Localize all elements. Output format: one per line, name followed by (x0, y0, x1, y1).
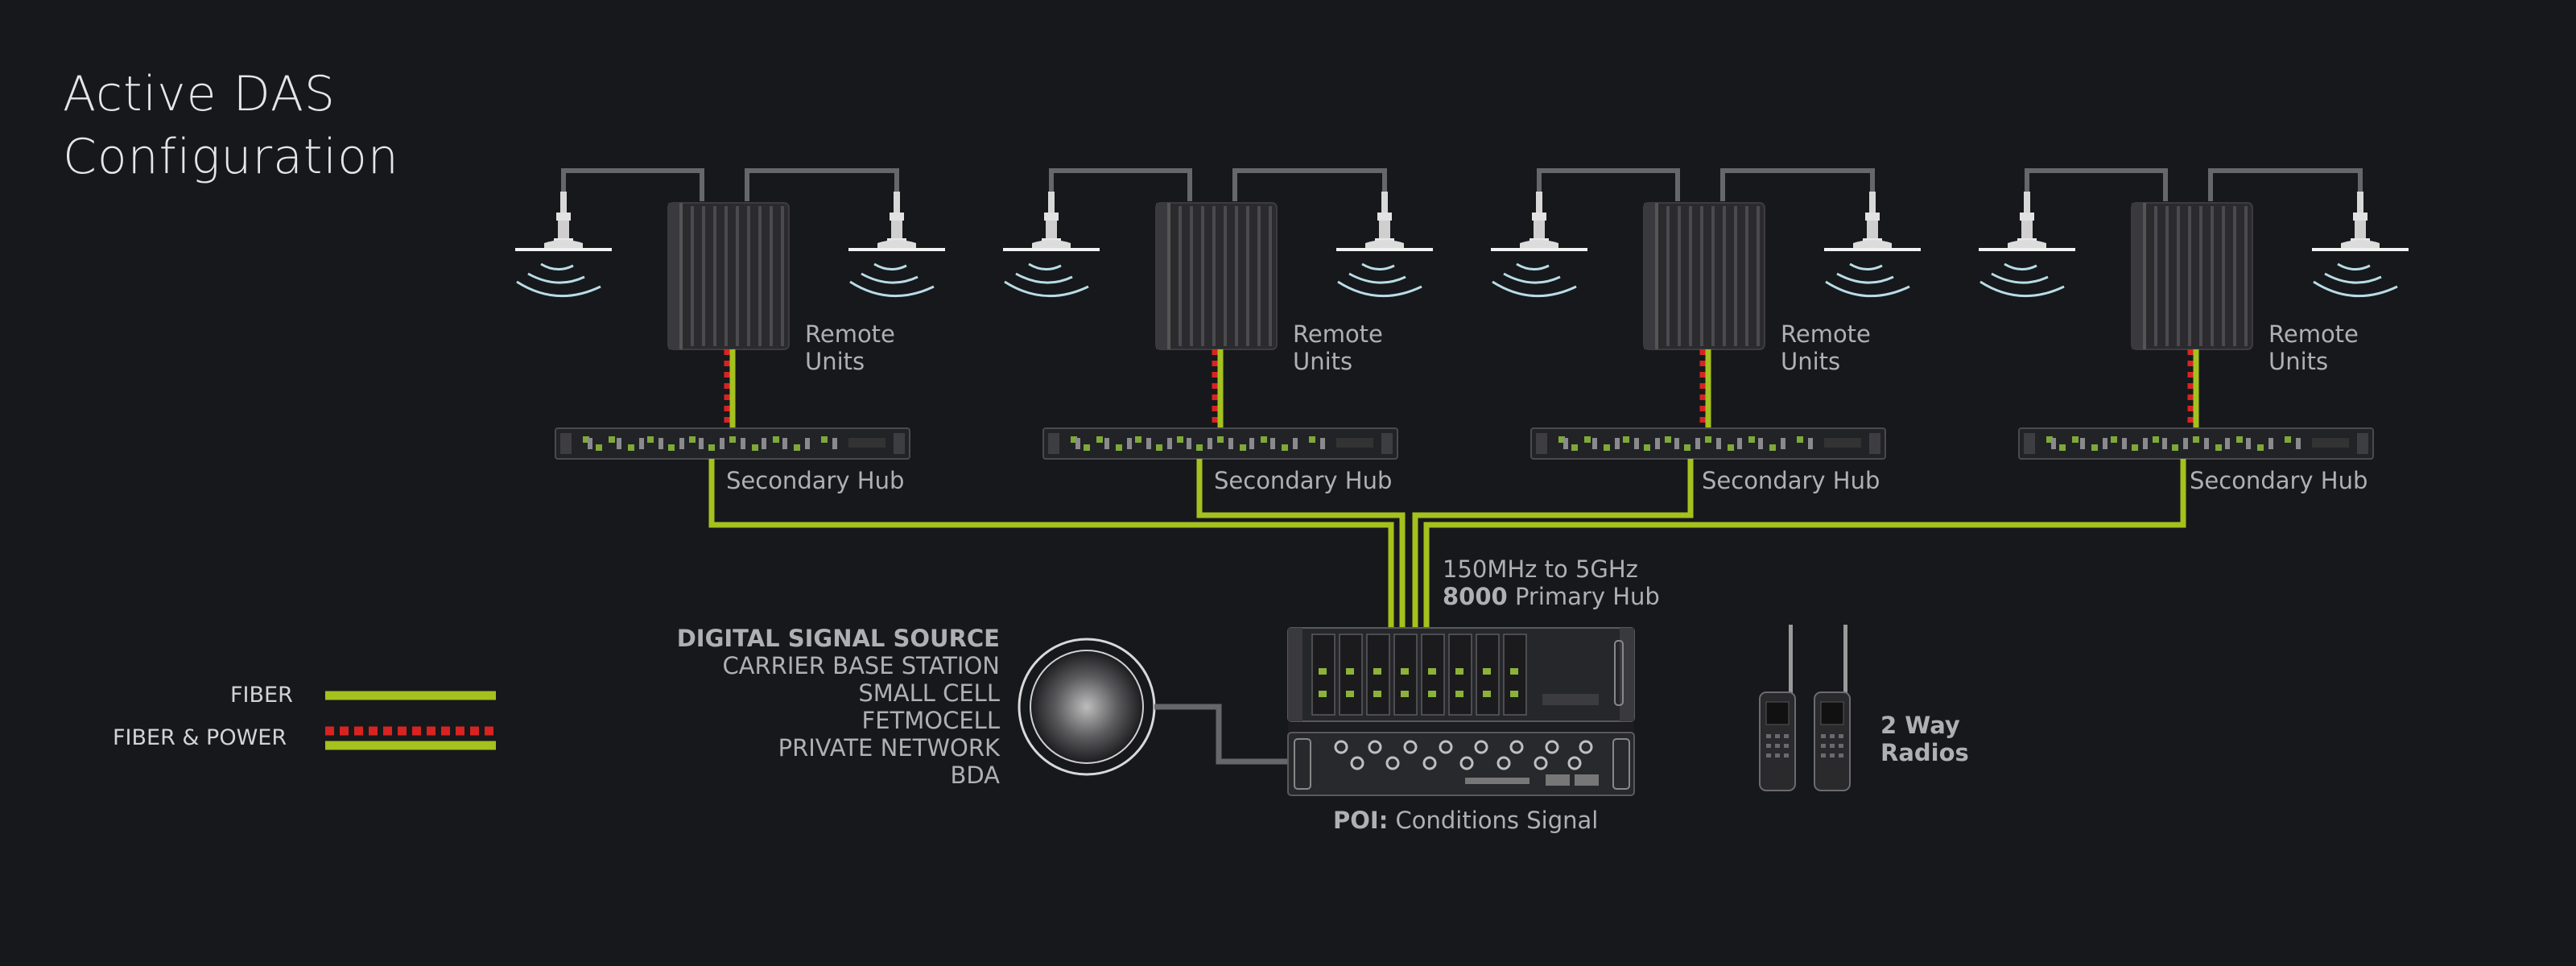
remote-unit-icon (1643, 202, 1765, 350)
radios-line-2: Radios (1880, 739, 1969, 766)
title-line-2: Configuration (63, 129, 399, 185)
remote-units-line-2: Units (1293, 348, 1353, 375)
signal-source-item: BDA (950, 762, 1000, 789)
remote-units-line-1: Remote (1781, 320, 1871, 348)
secondary-hub-icon (555, 427, 910, 460)
fiber-link (708, 459, 1394, 630)
das-group-4 (1423, 168, 2410, 630)
secondary-hub-label: Secondary Hub (2190, 467, 2368, 494)
remote-unit-icon (1155, 202, 1278, 350)
remote-units-line-2: Units (805, 348, 865, 375)
signal-source-item: CARRIER BASE STATION (722, 652, 1000, 679)
remote-units-label: Remote Units (2268, 320, 2359, 375)
ceiling-antenna-icon (2310, 190, 2410, 298)
radios-label: 2 Way Radios (1880, 712, 1969, 766)
remote-units-line-1: Remote (805, 320, 895, 348)
remote-units-label: Remote Units (1293, 320, 1383, 375)
signal-source-item: SMALL CELL (858, 679, 1000, 707)
poi-label-bold: POI: (1333, 807, 1389, 834)
remote-units-label: Remote Units (805, 320, 895, 375)
page-title: Active DAS Configuration (63, 63, 399, 188)
das-group-3 (1412, 168, 1922, 630)
title-line-1: Active DAS (63, 66, 336, 122)
two-way-radio-icon (1814, 625, 1851, 791)
antenna-cable (745, 168, 899, 201)
primary-hub-label: 150MHz to 5GHz 8000 Primary Hub (1443, 555, 1660, 610)
ceiling-antenna-icon (514, 190, 613, 298)
secondary-hub-label: Secondary Hub (1702, 467, 1880, 494)
signal-source-list: DIGITAL SIGNAL SOURCE CARRIER BASE STATI… (612, 625, 1000, 789)
remote-unit-icon (667, 202, 790, 350)
radios-line-1: 2 Way (1880, 712, 1960, 739)
das-group-1 (514, 168, 1394, 630)
secondary-hub-icon (1530, 427, 1886, 460)
secondary-hub-label: Secondary Hub (1214, 467, 1393, 494)
ceiling-antenna-icon (1823, 190, 1922, 298)
das-group-2 (1001, 168, 1435, 630)
primary-hub-icon (1287, 627, 1635, 731)
source-cable (1154, 704, 1288, 765)
ceiling-antenna-icon (1977, 190, 2077, 298)
remote-units-line-1: Remote (2268, 320, 2359, 348)
remote-unit-icon (2131, 202, 2253, 350)
signal-source-item: FETMOCELL (861, 707, 1000, 734)
poi-label-text: Conditions Signal (1395, 807, 1599, 834)
remote-units-label: Remote Units (1781, 320, 1871, 375)
two-way-radio-icon (1759, 625, 1796, 791)
ceiling-antenna-icon (847, 190, 947, 298)
signal-source-heading: DIGITAL SIGNAL SOURCE (676, 625, 1000, 652)
poi-unit-icon (1287, 732, 1635, 796)
remote-units-line-1: Remote (1293, 320, 1383, 348)
primary-hub-freq: 150MHz to 5GHz (1443, 555, 1638, 583)
signal-source-item: PRIVATE NETWORK (778, 734, 1000, 762)
secondary-hub-label: Secondary Hub (726, 467, 905, 494)
secondary-hub-icon (2018, 427, 2374, 460)
ceiling-antenna-icon (1001, 190, 1101, 298)
legend-fiber-label: FIBER (230, 683, 293, 708)
primary-hub-name: Primary Hub (1514, 583, 1660, 610)
ceiling-antenna-icon (1335, 190, 1435, 298)
secondary-hub-icon (1042, 427, 1398, 460)
antenna-cable (561, 168, 704, 201)
signal-source-icon (1018, 638, 1156, 776)
ceiling-antenna-icon (1489, 190, 1589, 298)
primary-hub-model: 8000 (1443, 583, 1508, 610)
remote-units-line-2: Units (2268, 348, 2329, 375)
legend-fiber-power-label: FIBER & POWER (113, 725, 287, 750)
remote-units-line-2: Units (1781, 348, 1841, 375)
poi-label: POI: Conditions Signal (1333, 807, 1598, 834)
